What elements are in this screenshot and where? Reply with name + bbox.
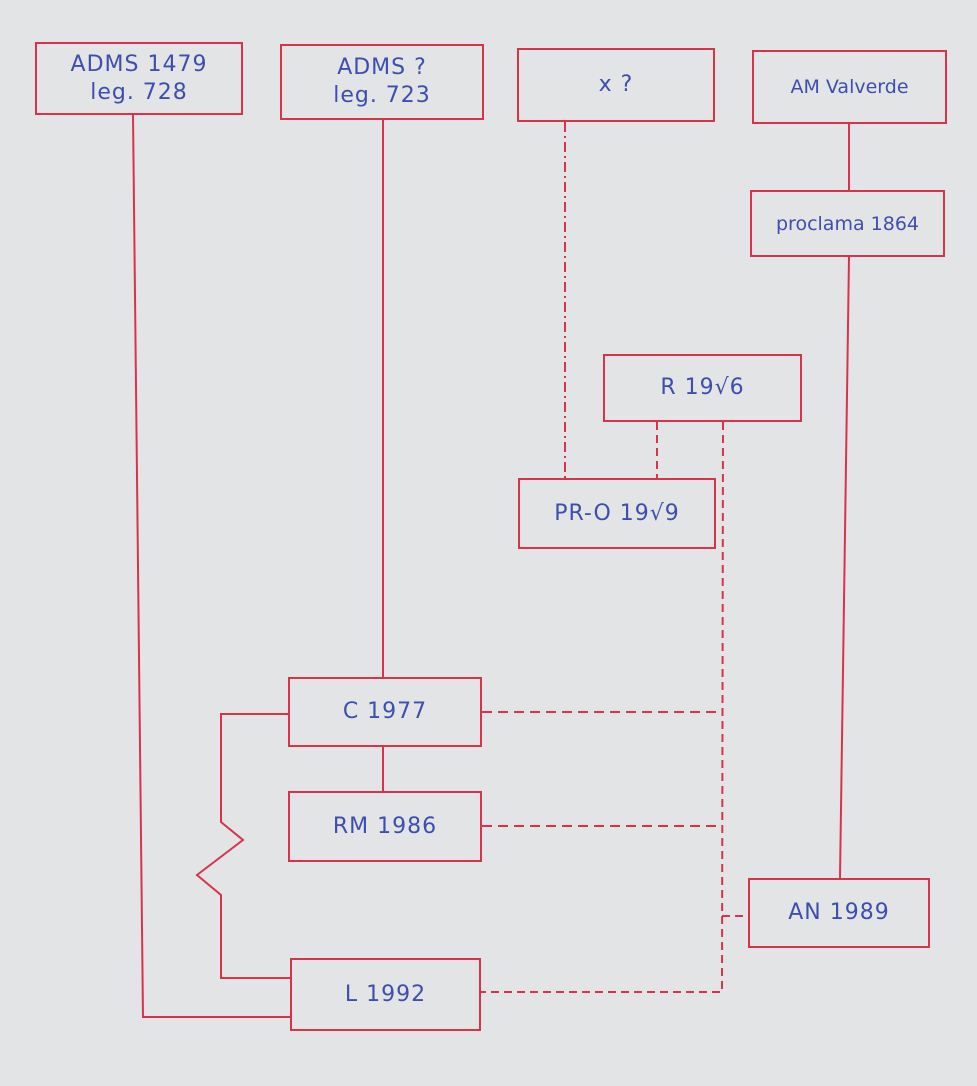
node-label: PR-O 19√9 <box>554 500 680 526</box>
node-an-1989: AN 1989 <box>748 878 930 948</box>
line-r-to-l <box>481 421 724 993</box>
node-label: AM Valverde <box>790 76 909 98</box>
node-label: RM 1986 <box>332 813 438 839</box>
node-label: L 1992 <box>344 981 427 1007</box>
node-label: R 19√6 <box>660 375 745 400</box>
node-r: R 19√6 <box>603 354 802 422</box>
node-label: x ? <box>598 72 634 97</box>
line-proclama-to-an <box>839 256 850 879</box>
node-c-1977: C 1977 <box>288 677 482 747</box>
node-pr-o: PR-O 19√9 <box>518 478 716 549</box>
line-adms1479-to-l <box>132 114 290 1018</box>
node-rm-1986: RM 1986 <box>288 791 482 862</box>
node-sublabel: leg. 723 <box>333 83 431 108</box>
node-label: ADMS 1479 <box>70 51 208 77</box>
node-x: x ? <box>517 48 715 122</box>
node-label: proclama 1864 <box>776 212 919 235</box>
node-proclama-1864: proclama 1864 <box>750 190 945 257</box>
node-am-valverde: AM Valverde <box>752 50 947 124</box>
node-label: ADMS ? <box>337 55 427 80</box>
node-sublabel: leg. 728 <box>90 79 188 105</box>
node-label: C 1977 <box>342 699 428 724</box>
node-l-1992: L 1992 <box>290 958 481 1031</box>
node-adms-1479: ADMS 1479 leg. 728 <box>35 42 243 115</box>
node-adms-unknown: ADMS ? leg. 723 <box>280 44 484 120</box>
node-label: AN 1989 <box>788 900 890 925</box>
line-c-to-l-zigzag <box>195 713 290 979</box>
